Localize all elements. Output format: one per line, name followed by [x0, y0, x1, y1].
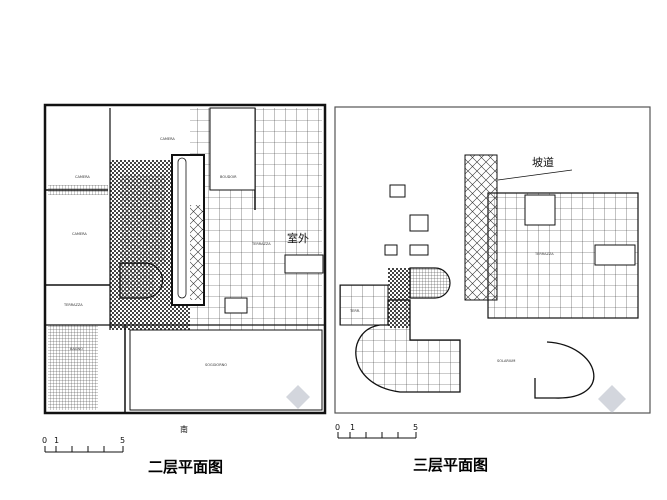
- room-label: TERRAZZA: [534, 252, 554, 256]
- room-label: CAMERA: [72, 232, 87, 236]
- ramp-label: 坡道: [532, 155, 554, 169]
- scale-bar: 0 1 5: [335, 423, 418, 439]
- plan-title: 三层平面图: [413, 456, 488, 474]
- third-floor-plan: TERRAZZA SOLARIUM TERR. 坡道 0 1 5 三层平面图: [334, 106, 651, 474]
- room-label: BAGNO: [70, 347, 83, 351]
- stair: [119, 262, 164, 299]
- room-label: TERRAZZA: [63, 303, 83, 307]
- second-floor-plan: CAMERA CAMERA CAMERA BOUDOIR TERRAZZA TE…: [42, 103, 327, 476]
- svg-text:1: 1: [54, 436, 59, 445]
- svg-text:5: 5: [413, 423, 418, 432]
- room-label: CAMERA: [75, 175, 90, 179]
- watermark-logo: [286, 385, 626, 413]
- scale-bar: 0 1 5: [42, 436, 125, 453]
- plan-title: 二层平面图: [148, 458, 223, 476]
- room-label: TERR.: [349, 309, 360, 313]
- svg-text:0: 0: [335, 423, 340, 432]
- room-label: SOLARIUM: [497, 359, 515, 363]
- svg-text:0: 0: [42, 436, 47, 445]
- bath-room-floor: [48, 325, 98, 410]
- outdoor-label: 室外: [287, 231, 309, 245]
- room-label: BOUDOIR: [220, 175, 237, 179]
- solarium-floor: [355, 299, 461, 393]
- ramp-leader-line: [497, 169, 573, 181]
- room-label: SOGGIORNO: [205, 363, 227, 367]
- south-label: 南: [180, 424, 188, 434]
- ramp: [464, 154, 498, 301]
- svg-text:5: 5: [120, 436, 125, 445]
- svg-text:1: 1: [350, 423, 355, 432]
- room-label: CAMERA: [160, 137, 175, 141]
- room-label: TERRAZZA: [251, 242, 271, 246]
- bath-floor: [120, 175, 165, 265]
